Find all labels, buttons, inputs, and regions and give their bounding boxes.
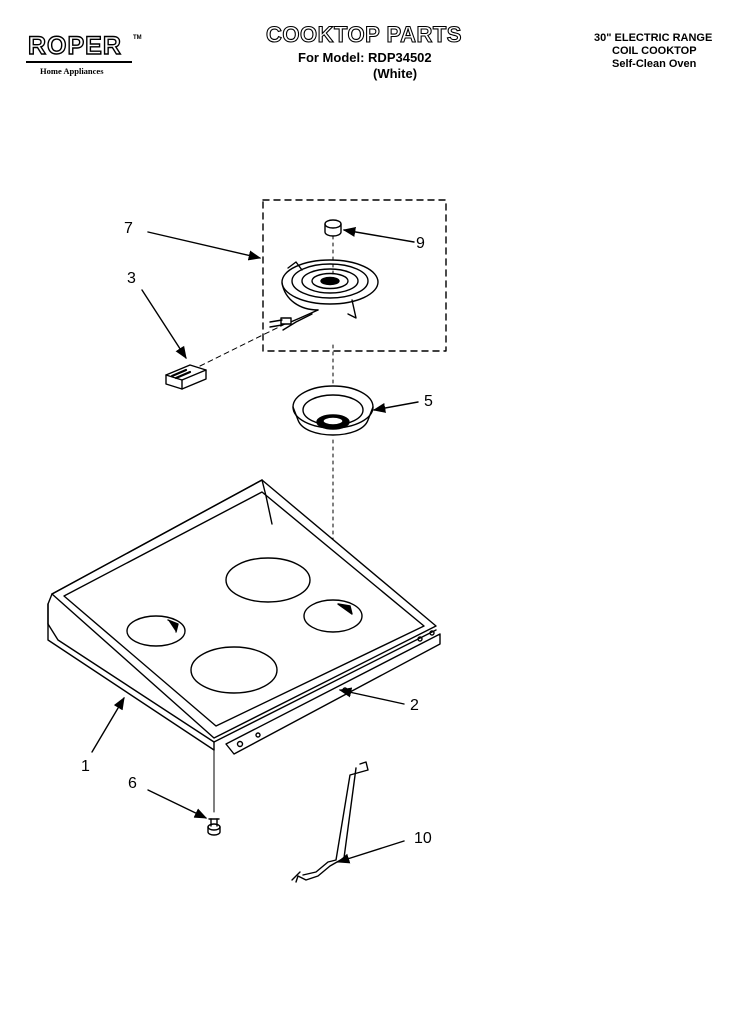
spec-line-cooktop: COIL COOKTOP xyxy=(612,45,697,57)
callout-2: 2 xyxy=(410,697,419,714)
callout-10: 10 xyxy=(414,830,432,847)
element-assembly-group-box xyxy=(262,199,447,352)
callout-1-arrow xyxy=(91,696,125,753)
callout-9: 9 xyxy=(416,235,425,252)
part-1-cooktop xyxy=(47,479,441,755)
callout-7-arrow xyxy=(147,231,262,261)
callout-3-arrow xyxy=(141,289,187,360)
callout-3: 3 xyxy=(127,270,136,287)
trademark-mark: TM xyxy=(133,35,142,41)
callout-9-arrow xyxy=(342,226,415,243)
brand-tagline: Home Appliances xyxy=(40,66,104,76)
part-7-coil-element xyxy=(269,259,379,331)
model-number: For Model: RDP34502 xyxy=(298,50,432,65)
part-6-screw xyxy=(207,818,221,836)
part-9-cap xyxy=(324,219,342,237)
callout-2-arrow xyxy=(338,687,405,705)
spec-line-oven: Self-Clean Oven xyxy=(612,58,697,70)
callout-5-arrow xyxy=(372,401,419,413)
part-5-drip-bowl xyxy=(292,385,374,436)
callout-1: 1 xyxy=(81,758,90,775)
brand-logo: ROPER xyxy=(27,32,122,60)
spec-line-range: 30" ELECTRIC RANGE xyxy=(594,32,713,44)
callout-5: 5 xyxy=(424,393,433,410)
model-color: (White) xyxy=(373,66,418,81)
callout-7: 7 xyxy=(124,220,133,237)
callout-6-arrow xyxy=(147,789,208,819)
page-title: COOKTOP PARTS xyxy=(265,21,462,47)
callout-6: 6 xyxy=(128,775,137,792)
callout-10-arrow xyxy=(336,840,405,864)
part-3-terminal-block xyxy=(165,364,207,390)
logo-underline xyxy=(26,61,132,63)
part-10-wire-bracket xyxy=(291,761,369,883)
product-spec: 30" ELECTRIC RANGE COIL COOKTOP Self-Cle… xyxy=(594,32,712,71)
